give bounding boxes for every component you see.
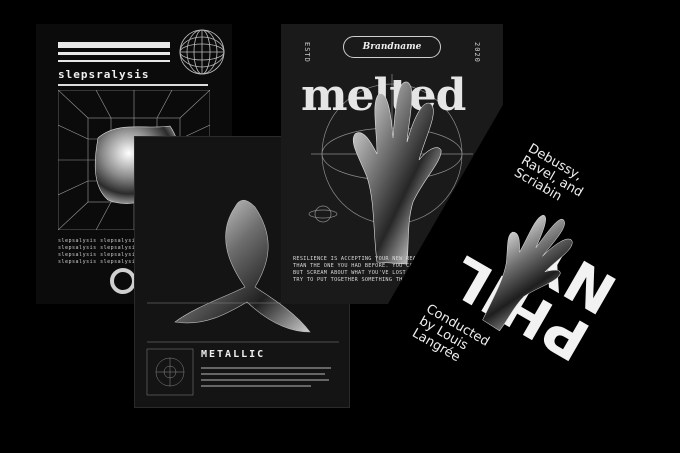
body-line: THAN THE ONE YOU HAD BEFORE. YOU CAN FIG… xyxy=(293,263,451,269)
chrome-hand xyxy=(482,214,573,332)
meta-line: slepsalysis slepsalysis xyxy=(58,238,139,244)
wire-globe-icon xyxy=(179,29,225,75)
estd-label: ESTD xyxy=(303,42,311,63)
poster-title: slepsralysis xyxy=(58,68,208,86)
year-label: 2020 xyxy=(473,42,481,63)
body-line: TRY TO PUT TOGETHER SOMETHING THAT'S GOO… xyxy=(293,277,434,283)
text-line xyxy=(201,373,325,375)
meta-line: slepsalysis slepsalysis xyxy=(58,252,139,258)
text-line xyxy=(201,385,311,387)
text-line xyxy=(201,379,329,381)
header-bar xyxy=(58,42,170,48)
meta-line: slepsalysis slepsalysis xyxy=(58,259,139,265)
poster-title: METALLIC xyxy=(201,349,266,360)
body-text: RESILIENCE IS ACCEPTING YOUR NEW REALITY… xyxy=(293,256,493,284)
poster-phil-ny: Debussy, Ravel, and Scriabin PHIL NY Con… xyxy=(369,102,669,432)
brand-badge: Brandname xyxy=(343,36,441,58)
body-line: BUT SCREAM ABOUT WHAT YOU'VE LOST, OR YO… xyxy=(293,270,448,276)
chrome-hand xyxy=(352,81,442,265)
meta-line: slepsalysis slepsalysis xyxy=(58,245,139,251)
body-line: RESILIENCE IS ACCEPTING YOUR NEW REALITY… xyxy=(293,256,451,262)
header-bar xyxy=(58,60,170,62)
text-line xyxy=(201,367,331,369)
header-bar xyxy=(58,52,170,55)
